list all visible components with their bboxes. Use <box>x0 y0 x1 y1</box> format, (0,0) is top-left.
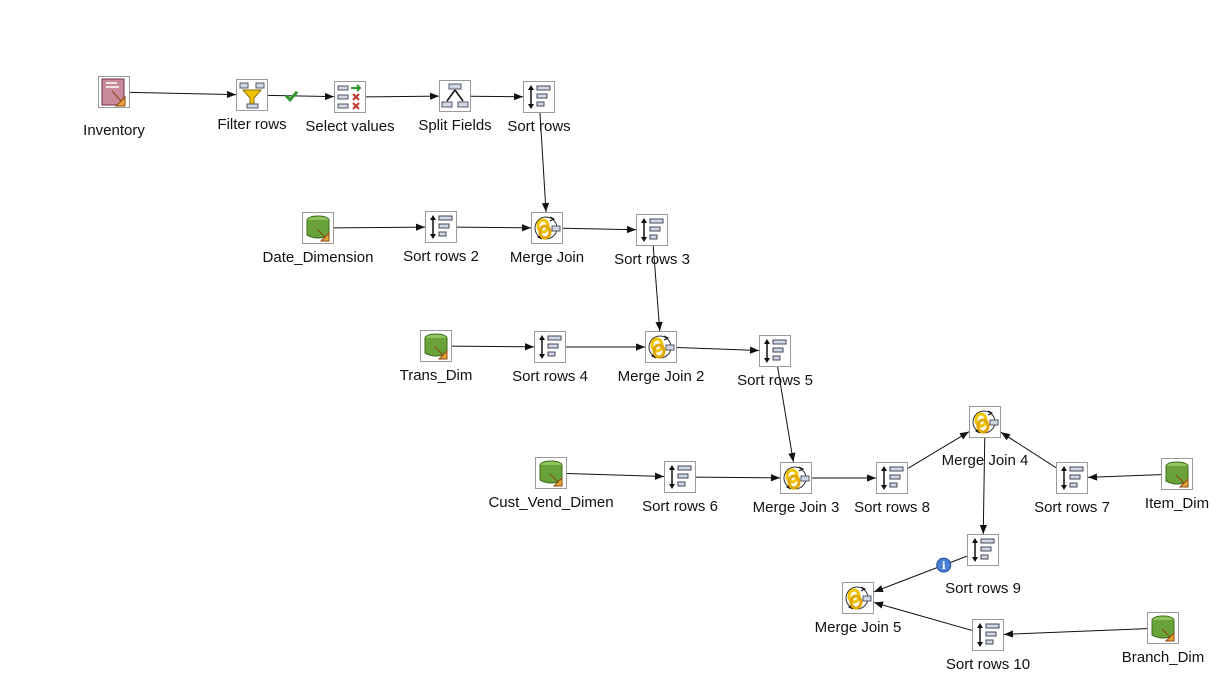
step-split-fields[interactable] <box>439 80 471 112</box>
merge-join-icon <box>534 216 561 240</box>
hop-merge-join-4-to-sort-rows-9[interactable] <box>979 437 987 535</box>
sort-icon <box>669 465 692 489</box>
step-trans-dim[interactable] <box>420 330 452 362</box>
step-label-inventory: Inventory <box>83 122 145 139</box>
step-label-branch-dim: Branch_Dim <box>1121 649 1205 666</box>
sort-icon <box>641 218 664 242</box>
step-cust-vend-dimen[interactable] <box>535 457 567 489</box>
step-sort-rows[interactable] <box>523 81 555 113</box>
sort-icon <box>977 623 1000 647</box>
table-input-icon <box>424 333 448 360</box>
hop-item-dim-to-sort-rows-7[interactable] <box>1087 473 1162 481</box>
hop-sort-rows-9-to-merge-join-5[interactable] <box>873 555 968 593</box>
step-label-merge-join: Merge Join <box>509 249 585 266</box>
file-input-icon <box>101 78 126 107</box>
sort-icon <box>430 215 453 239</box>
step-label-sort-rows-6: Sort rows 6 <box>642 498 718 515</box>
step-label-sort-rows-2: Sort rows 2 <box>403 248 479 265</box>
hop-inventory-to-filter-rows[interactable] <box>129 90 237 99</box>
hop-split-fields-to-sort-rows[interactable] <box>470 93 524 101</box>
step-sort-rows-2[interactable] <box>425 211 457 243</box>
hop-date-dimension-to-sort-rows-2[interactable] <box>333 223 426 231</box>
step-inventory[interactable] <box>98 76 130 108</box>
hop-sort-rows-6-to-merge-join-3[interactable] <box>695 474 781 482</box>
hop-select-values-to-split-fields[interactable] <box>365 92 440 100</box>
step-merge-join-4[interactable] <box>969 406 1001 438</box>
svg-text:i: i <box>942 561 946 572</box>
step-label-sort-rows-5: Sort rows 5 <box>737 372 813 389</box>
step-label-sort-rows-3: Sort rows 3 <box>614 251 690 268</box>
hop-cust-vend-dimen-to-sort-rows-6[interactable] <box>566 472 665 480</box>
step-sort-rows-6[interactable] <box>664 461 696 493</box>
step-sort-rows-8[interactable] <box>876 462 908 494</box>
split-fields-icon <box>441 83 469 108</box>
step-label-trans-dim: Trans_Dim <box>399 367 473 384</box>
step-filter-rows[interactable] <box>236 79 268 111</box>
step-label-cust-vend-dimen: Cust_Vend_Dimen <box>488 494 614 511</box>
table-input-icon <box>306 215 330 242</box>
select-values-icon <box>337 84 362 110</box>
hop-sort-rows-5-to-merge-join-3[interactable] <box>777 366 796 463</box>
hop-trans-dim-to-sort-rows-4[interactable] <box>451 343 535 351</box>
step-label-sort-rows: Sort rows <box>507 118 571 135</box>
step-label-select-values: Select values <box>305 118 395 135</box>
sort-icon <box>881 466 904 490</box>
table-input-icon <box>539 460 563 487</box>
table-input-icon <box>1151 615 1175 642</box>
merge-join-icon <box>972 410 999 434</box>
step-sort-rows-4[interactable] <box>534 331 566 363</box>
step-label-merge-join-4: Merge Join 4 <box>941 452 1029 469</box>
hop-sort-rows-8-to-merge-join-4[interactable] <box>907 431 970 469</box>
hop-filter-rows-to-select-values[interactable] <box>267 92 335 101</box>
step-label-sort-rows-4: Sort rows 4 <box>512 368 588 385</box>
hop-sort-rows-10-to-merge-join-5[interactable] <box>873 601 973 631</box>
step-label-date-dimension: Date_Dimension <box>262 249 374 266</box>
step-label-merge-join-5: Merge Join 5 <box>814 619 902 636</box>
merge-join-icon <box>648 335 675 359</box>
hop-sort-rows-2-to-merge-join[interactable] <box>456 224 532 232</box>
merge-join-icon <box>783 466 810 490</box>
step-sort-rows-10[interactable] <box>972 619 1004 651</box>
step-label-merge-join-2: Merge Join 2 <box>617 368 705 385</box>
step-merge-join-3[interactable] <box>780 462 812 494</box>
hop-sort-rows-3-to-merge-join-2[interactable] <box>652 245 663 332</box>
sort-icon <box>528 85 551 109</box>
merge-join-icon <box>845 586 872 610</box>
step-sort-rows-3[interactable] <box>636 214 668 246</box>
hop-merge-join-to-sort-rows-3[interactable] <box>562 225 637 234</box>
sort-icon <box>972 538 995 562</box>
sort-icon <box>539 335 562 359</box>
step-label-sort-rows-7: Sort rows 7 <box>1034 499 1110 516</box>
true-check-icon[interactable] <box>285 90 299 102</box>
step-select-values[interactable] <box>334 81 366 113</box>
step-sort-rows-7[interactable] <box>1056 462 1088 494</box>
hop-sort-rows-7-to-merge-join-4[interactable] <box>1000 431 1057 469</box>
step-merge-join-2[interactable] <box>645 331 677 363</box>
hop-merge-join-2-to-sort-rows-5[interactable] <box>676 346 760 354</box>
hop-branch-dim-to-sort-rows-10[interactable] <box>1003 628 1148 638</box>
hop-sort-rows-to-merge-join[interactable] <box>539 112 550 213</box>
step-branch-dim[interactable] <box>1147 612 1179 644</box>
info-icon[interactable]: i <box>936 557 952 573</box>
table-input-icon <box>1165 461 1189 488</box>
step-merge-join[interactable] <box>531 212 563 244</box>
step-label-filter-rows: Filter rows <box>217 116 287 133</box>
step-label-sort-rows-8: Sort rows 8 <box>854 499 930 516</box>
step-item-dim[interactable] <box>1161 458 1193 490</box>
step-label-merge-join-3: Merge Join 3 <box>752 499 840 516</box>
step-label-sort-rows-9: Sort rows 9 <box>945 580 1021 597</box>
step-label-sort-rows-10: Sort rows 10 <box>945 656 1031 673</box>
step-sort-rows-5[interactable] <box>759 335 791 367</box>
step-date-dimension[interactable] <box>302 212 334 244</box>
step-merge-join-5[interactable] <box>842 582 874 614</box>
step-label-item-dim: Item_Dim <box>1144 495 1210 512</box>
step-sort-rows-9[interactable] <box>967 534 999 566</box>
filter-icon <box>239 82 265 109</box>
sort-icon <box>764 339 787 363</box>
step-label-split-fields: Split Fields <box>418 117 492 134</box>
sort-icon <box>1061 466 1084 490</box>
